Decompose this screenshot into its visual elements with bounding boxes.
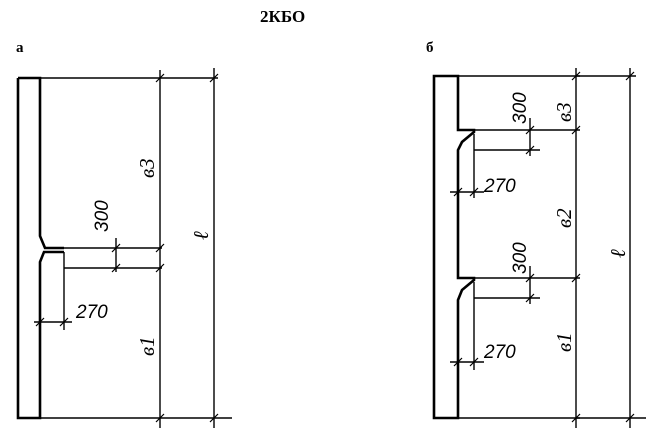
panel-b: 300 270 300 270 в3 в2 в1 ℓ [432, 68, 646, 428]
panel-b-l-tick-top [625, 71, 635, 81]
panel-b-300-top-tick-1 [525, 125, 535, 135]
panel-b-sym-b1: в1 [552, 332, 576, 352]
panel-a-300-tick-2 [111, 263, 121, 273]
panel-b-270-top-tick-2 [469, 187, 479, 197]
panel-a: 300 270 в3 в1 ℓ [16, 68, 232, 428]
panel-b-300-bottom-tick-2 [525, 293, 535, 303]
panel-b-dim-300-bottom: 300 [510, 242, 531, 274]
panel-a-outline-lower [16, 78, 64, 420]
panel-a-sym-b1: в1 [135, 336, 159, 356]
panel-b-label: б [426, 40, 434, 56]
panel-a-dim-270: 270 [75, 302, 108, 323]
panel-a-l-tick-bottom [209, 413, 219, 423]
panel-b-270-top-tick-1 [453, 187, 463, 197]
panel-b-l-tick-bottom [625, 413, 635, 423]
panel-a-b-tick-mid2 [155, 263, 165, 273]
panel-a-l-tick-top [209, 73, 219, 83]
panel-a-b-tick-mid [155, 243, 165, 253]
panel-a-sym-b3: в3 [135, 158, 159, 178]
panel-a-outline-upper [18, 76, 64, 250]
panel-b-sym-b3: в3 [552, 102, 576, 122]
panel-b-b-tick-1 [571, 125, 581, 135]
panel-b-sym-b2: в2 [552, 208, 576, 228]
panel-b-dim-270-bottom: 270 [483, 342, 516, 363]
panel-a-270-tick-1 [35, 317, 45, 327]
panel-b-300-bottom-tick-1 [525, 273, 535, 283]
panel-b-dim-270-top: 270 [483, 176, 516, 197]
panel-a-300-tick-1 [111, 243, 121, 253]
panel-b-outline [432, 74, 476, 420]
panel-b-270-bottom-tick-1 [453, 357, 463, 367]
panel-b-300-top-tick-2 [525, 145, 535, 155]
panel-b-sym-l: ℓ [606, 249, 630, 258]
drawing-title: 2КБО [260, 7, 305, 26]
panel-a-label: а [16, 40, 24, 56]
panel-b-270-bottom-tick-2 [469, 357, 479, 367]
panel-a-dim-300: 300 [92, 200, 113, 232]
panel-a-sym-l: ℓ [189, 231, 213, 240]
panel-b-b-tick-2 [571, 273, 581, 283]
panel-a-270-tick-2 [59, 317, 69, 327]
panel-b-dim-300-top: 300 [510, 92, 531, 124]
